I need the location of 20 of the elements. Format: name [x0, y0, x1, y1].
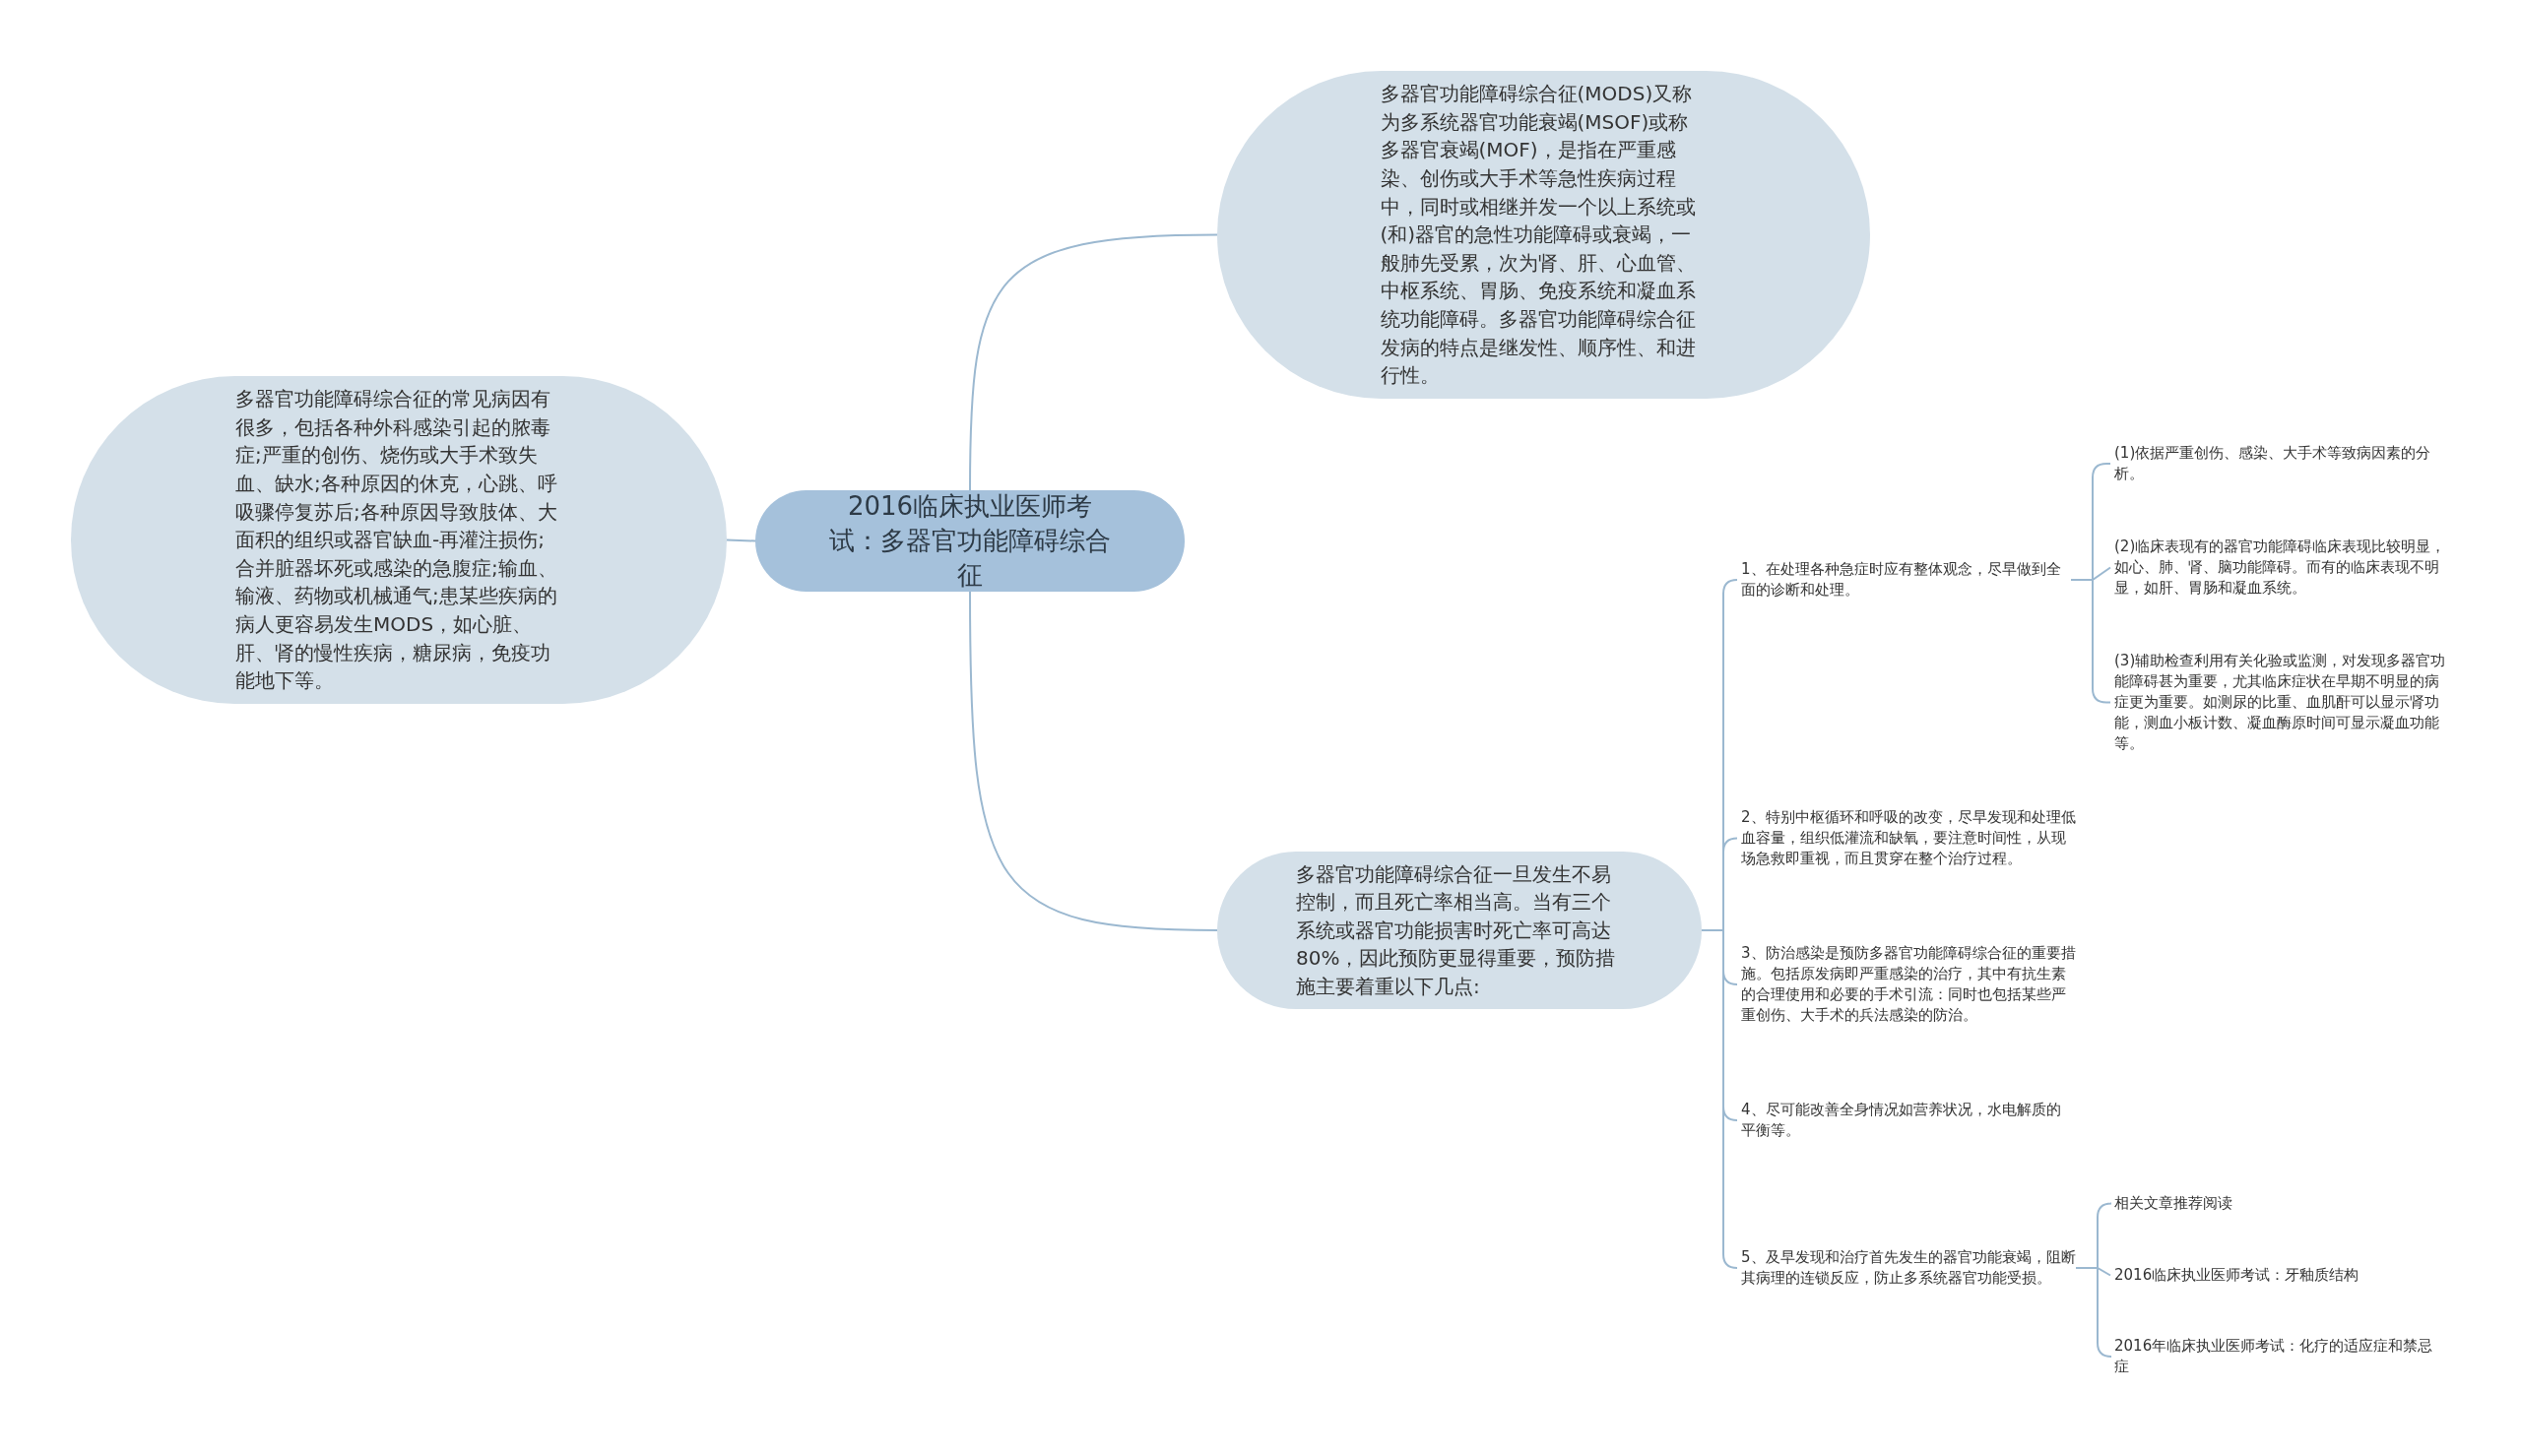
- topic-text: 5、及早发现和治疗首先发生的器官功能衰竭，阻断其病理的连锁反应，防止多系统器官功能受损。: [1741, 1247, 2076, 1289]
- connector-line: [2075, 1267, 2112, 1358]
- topic-text: 多器官功能障碍综合征(MODS)又称为多系统器官功能衰竭(MSOF)或称多器官衰竭(MOF)，是指在严重感染、创伤或大手术等急性疾病过程中，同时或相继并发一个以上系统或(和)器官的急性功能障碍或衰竭，一般肺先受累，次为肾、肝、心血管、中枢系统、胃肠、免疫系统和凝血系统功能障碍。多器官功能障碍综合征发病的特点是继发性、顺序性、和进行性。: [1380, 81, 1697, 390]
- topic-text: 2016临床执业医师考试：牙釉质结构: [2114, 1265, 2449, 1286]
- topic-text: 2、特别中枢循环和呼吸的改变，尽早发现和处理低血容量，组织低灌流和缺氧，要注意时间性，从现场急救即重视，而且贯穿在整个治疗过程。: [1741, 807, 2076, 869]
- topic-text: (1)依据严重创伤、感染、大手术等致病因素的分析。: [2114, 443, 2449, 484]
- connector-line: [726, 538, 756, 542]
- topic-text: 3、防治感染是预防多器官功能障碍综合征的重要措施。包括原发病即严重感染的治疗，其中有抗生素的合理使用和必要的手术引流：同时也包括某些严重创伤、大手术的兵法感染的防治。: [1741, 943, 2076, 1026]
- topic-text: 相关文章推荐阅读: [2114, 1193, 2449, 1214]
- connector-line: [969, 591, 1218, 931]
- topic-text: (2)临床表现有的器官功能障碍临床表现比较明显，如心、肺、肾、脑功能障碍。而有的临床表现不明显，如肝、胃肠和凝血系统。: [2114, 537, 2449, 599]
- central-topic-text: 2016临床执业医师考试：多器官功能障碍综合征: [828, 489, 1112, 593]
- connector-line: [969, 233, 1218, 491]
- topic-text: (3)辅助检查利用有关化验或监测，对发现多器官功能障碍甚为重要，尤其临床症状在早期不明显的病症更为重要。如测尿的比重、血肌酐可以显示肾功能，测血小板计数、凝血酶原时间可显示凝血功能等。: [2114, 651, 2449, 754]
- topic-text: 1、在处理各种急症时应有整体观念，尽早做到全面的诊断和处理。: [1741, 559, 2071, 601]
- topic-text: 多器官功能障碍综合征一旦发生不易控制，而且死亡率相当高。当有三个系统或器官功能损害时死亡率可高达80%，因此预防更显得重要，预防措施主要着重以下几点:: [1296, 860, 1617, 1000]
- topic-text: 2016年临床执业医师考试：化疗的适应症和禁忌症: [2114, 1336, 2439, 1377]
- topic-text: 4、尽可能改善全身情况如营养状况，水电解质的平衡等。: [1741, 1100, 2071, 1141]
- topic-text: 多器官功能障碍综合征的常见病因有很多，包括各种外科感染引起的脓毒症;严重的创伤、烧伤或大手术致失血、缺水;各种原因的休克，心跳、呼吸骤停复苏后;各种原因导致肢体、大面积的组织或器官缺血-再灌注损伤;合并脏器坏死或感染的急腹症;输血、输液、药物或机械通气;患某些疾病的病人更容易发生MODS，如心脏、肝、肾的慢性疾病，糖尿病，免疫功能地下等。: [235, 386, 558, 695]
- connector-line: [1701, 929, 1738, 1269]
